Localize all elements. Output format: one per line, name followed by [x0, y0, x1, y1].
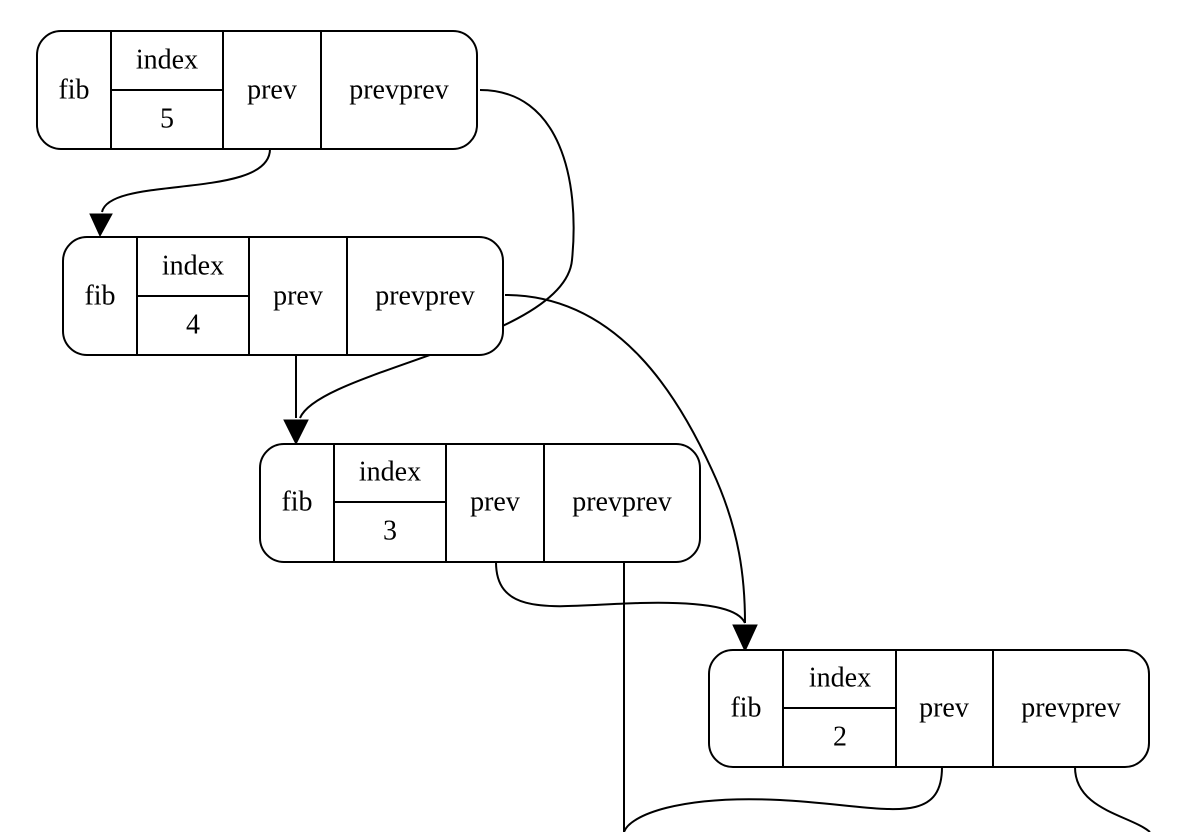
fib-node-5: fib index 5 prev prevprev	[36, 30, 478, 150]
prev-label: prev	[919, 693, 969, 724]
struct-label: fib	[730, 693, 761, 724]
index-value: 3	[383, 516, 397, 547]
index-value: 5	[160, 104, 174, 135]
node-box	[259, 443, 701, 563]
fib-node-3: fib index 3 prev prevprev	[259, 443, 701, 563]
edge-fib5-prev-to-fib4	[101, 148, 271, 213]
edges	[89, 89, 1151, 832]
struct-label: fib	[281, 487, 312, 518]
prevprev-label: prevprev	[572, 487, 672, 518]
struct-label: fib	[84, 281, 115, 312]
index-value: 2	[833, 722, 847, 753]
prev-label: prev	[273, 281, 323, 312]
prevprev-label: prevprev	[349, 75, 449, 106]
index-label: index	[136, 45, 198, 76]
fib-node-2: fib index 2 prev prevprev	[708, 649, 1150, 768]
edge-fib5-prevprev-to-fib3	[299, 89, 575, 419]
index-label: index	[162, 251, 224, 282]
edge-fib2-prev-to-fib1	[623, 766, 943, 832]
node-box	[36, 30, 478, 150]
struct-label: fib	[58, 75, 89, 106]
index-value: 4	[186, 310, 200, 341]
node-box	[708, 649, 1150, 768]
node-box	[62, 236, 504, 356]
edge-fib4-prevprev-to-fib2	[504, 294, 746, 624]
prevprev-label: prevprev	[1021, 693, 1121, 724]
fib-node-4: fib index 4 prev prevprev	[62, 236, 504, 356]
arrowhead-fib2-top-left	[732, 624, 758, 653]
prev-label: prev	[470, 487, 520, 518]
edge-fib3-prev-to-fib2	[495, 561, 746, 624]
index-label: index	[809, 663, 871, 694]
arrowhead-fib3-top-left	[283, 419, 309, 446]
arrowhead-fib4-top-left	[89, 213, 113, 238]
prev-label: prev	[247, 75, 297, 106]
prevprev-label: prevprev	[375, 281, 475, 312]
index-label: index	[359, 457, 421, 488]
edge-fib2-prevprev-to-fib0	[1074, 766, 1151, 832]
